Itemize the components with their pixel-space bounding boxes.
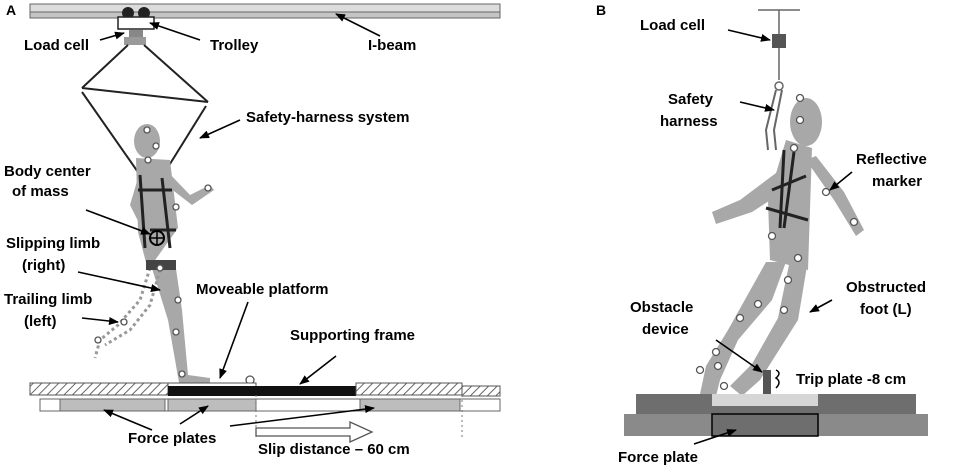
harness-rope (764, 89, 783, 151)
label-slip-distance: Slip distance – 60 cm (258, 441, 410, 458)
label-body-com-line1: Body center (4, 163, 91, 180)
label-obstacle-device-line2: device (642, 321, 689, 338)
walking-figure (93, 124, 255, 388)
hanger (758, 9, 800, 80)
hook (774, 81, 784, 91)
label-reflective-marker-line1: Reflective (856, 151, 927, 168)
tripping-figure (695, 93, 864, 396)
load-cell-b (772, 34, 786, 48)
panel-b-letter: B (596, 2, 606, 18)
label-body-com-line2: of mass (12, 183, 69, 200)
label-slipping-limb-line1: Slipping limb (6, 235, 100, 252)
label-load-cell-b: Load cell (640, 17, 705, 34)
label-force-plate: Force plate (618, 449, 698, 466)
label-safety-harness-line2: harness (660, 113, 718, 130)
i-beam (29, 3, 501, 19)
floor-b (624, 394, 928, 437)
panel-a-letter: A (6, 2, 16, 18)
label-safety-harness-line1: Safety (668, 91, 714, 108)
label-trip-plate: Trip plate -8 cm (796, 371, 906, 388)
panel-a-arrows (77, 13, 381, 431)
label-reflective-marker-line2: marker (872, 173, 922, 190)
load-cell-a (124, 30, 146, 45)
label-trailing-limb-line1: Trailing limb (4, 291, 92, 308)
label-obstructed-foot-line2: foot (L) (860, 301, 912, 318)
floor-a (29, 382, 501, 440)
label-supporting-frame: Supporting frame (290, 327, 415, 344)
label-trolley: Trolley (210, 37, 259, 54)
obstacle-device (763, 369, 780, 394)
panel-a: A (4, 2, 501, 458)
panel-b: B (596, 2, 928, 466)
label-load-cell-a: Load cell (24, 37, 89, 54)
label-i-beam: I-beam (368, 37, 416, 54)
label-trailing-limb-line2: (left) (24, 313, 57, 330)
panel-b-arrows (693, 29, 853, 445)
label-force-plates: Force plates (128, 430, 216, 447)
label-obstructed-foot-line1: Obstructed (846, 279, 926, 296)
label-slipping-limb-line2: (right) (22, 257, 65, 274)
label-safety-harness-system: Safety-harness system (246, 109, 409, 126)
label-moveable-platform: Moveable platform (196, 281, 329, 298)
label-obstacle-device-line1: Obstacle (630, 299, 693, 316)
slip-distance-arrow (255, 420, 374, 444)
